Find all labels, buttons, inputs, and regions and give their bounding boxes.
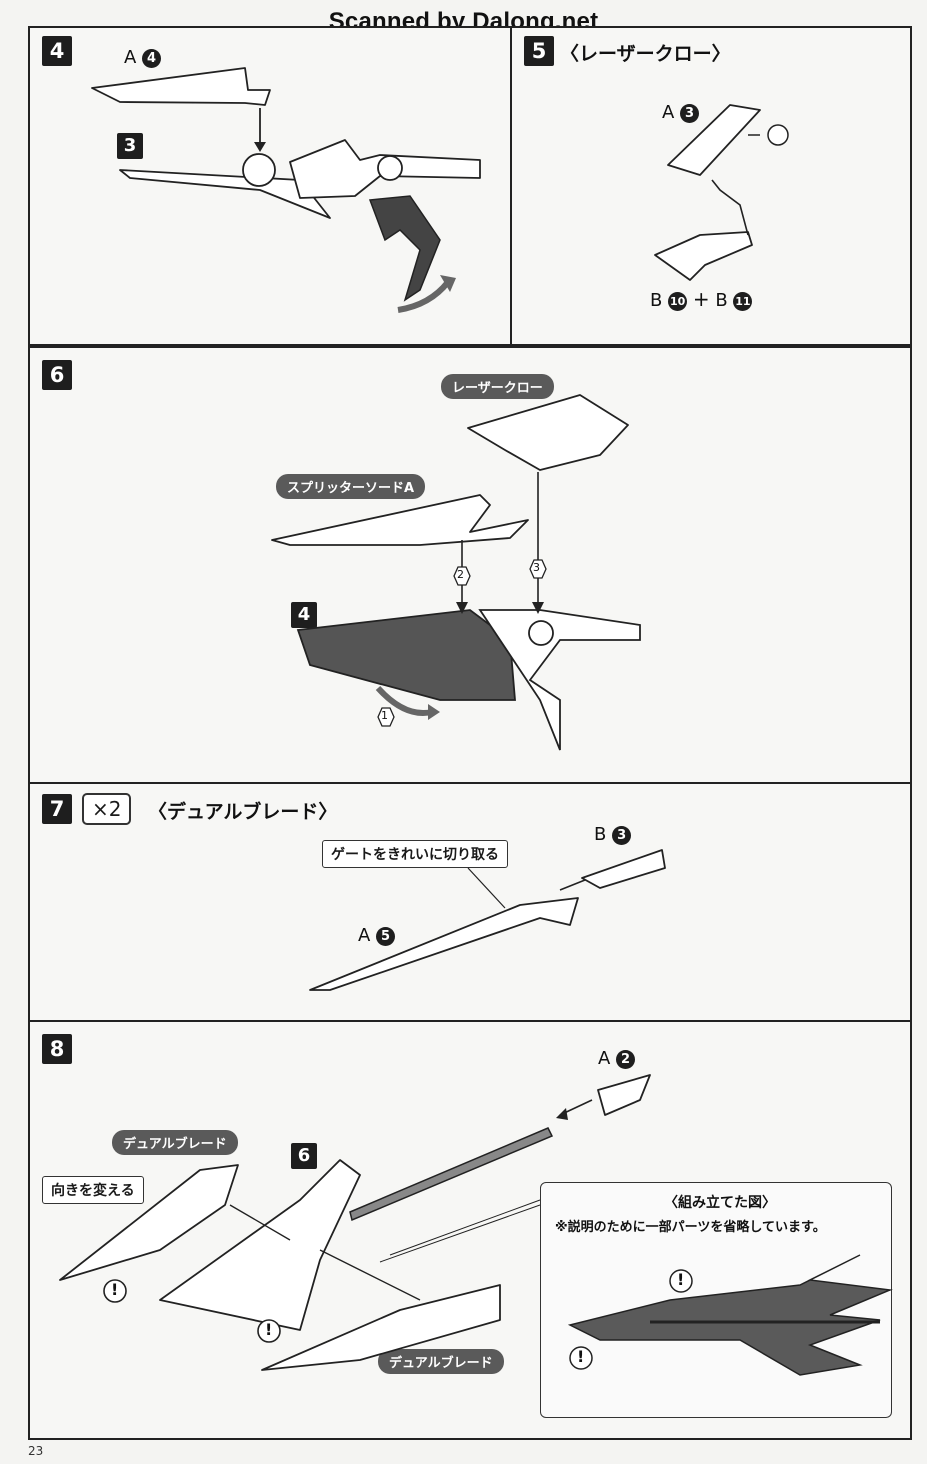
step-6-number: 6 (42, 360, 72, 390)
order-3: 3 (533, 561, 540, 574)
inset-note: ※説明のために一部パーツを省略しています。 (555, 1220, 826, 1235)
step-4-part-label: A 4 (124, 47, 162, 68)
step-4-number: 4 (42, 36, 72, 66)
step-8-a-label: A 2 (598, 1048, 636, 1069)
order-1: 1 (381, 709, 388, 722)
step-4-substep-3: 3 (117, 133, 143, 159)
step-5-title: 〈レーザークロー〉 (560, 43, 731, 65)
part-number-badge: 4 (142, 48, 162, 68)
step-7-a-label: A 5 (358, 925, 396, 946)
step-7-panel (28, 782, 912, 1022)
part-number-badge: 10 (668, 291, 688, 311)
caution-icon: ! (677, 1270, 685, 1289)
multiplier-badge: ×2 (82, 793, 132, 825)
part-number-badge: 2 (616, 1049, 636, 1069)
dual-blade-pill-top: デュアルブレード (112, 1130, 238, 1155)
turn-direction-note: 向きを変える (42, 1176, 144, 1204)
order-2: 2 (457, 568, 464, 581)
step-8-number: 8 (42, 1034, 72, 1064)
laser-claw-pill: レーザークロー (441, 374, 554, 399)
page-number: 23 (28, 1444, 44, 1458)
step-7-title: 〈デュアルブレード〉 (148, 801, 338, 823)
part-number-badge: 3 (612, 825, 632, 845)
inset-title: 〈組み立てた図〉 (664, 1195, 776, 1211)
step-5-panel (510, 26, 912, 346)
part-number-badge: 11 (733, 291, 753, 311)
caution-icon: ! (577, 1347, 585, 1366)
step-5-number: 5 (524, 36, 554, 66)
step-5-part-label: A 3 (662, 102, 700, 123)
part-number-badge: 5 (376, 926, 396, 946)
caution-icon: ! (265, 1320, 273, 1339)
gate-note: ゲートをきれいに切り取る (322, 840, 508, 868)
dual-blade-pill-bottom: デュアルブレード (378, 1349, 504, 1374)
splitter-sword-pill: スプリッターソードA (276, 474, 426, 499)
step-8-substep-6: 6 (291, 1143, 317, 1169)
caution-icon: ! (111, 1280, 119, 1299)
step-7-number: 7 (42, 794, 72, 824)
step-6-substep-4: 4 (291, 602, 317, 628)
step-7-b-label: B 3 (594, 824, 632, 845)
step-5-combo-label: B 10 + B 11 (650, 287, 753, 311)
part-number-badge: 3 (680, 103, 700, 123)
